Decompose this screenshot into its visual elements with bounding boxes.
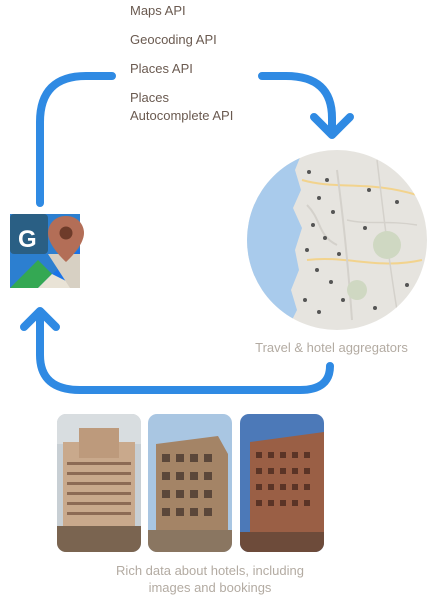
hotels-caption: Rich data about hotels, including images… <box>60 562 360 596</box>
arrowhead-up <box>20 307 60 331</box>
arrow-to-aggregators <box>36 72 116 207</box>
hotel-image-2 <box>148 414 232 552</box>
api-places: Places API <box>130 61 193 76</box>
arrow-to-aggregators-right <box>258 72 336 136</box>
hotel-image-1 <box>57 414 141 552</box>
google-g-letter: G <box>18 226 37 253</box>
aggregators-caption: Travel & hotel aggregators <box>255 340 408 355</box>
google-maps-icon: G <box>8 208 86 292</box>
hotels-caption-text: Rich data about hotels, including images… <box>116 563 304 595</box>
hotel-image-3 <box>240 414 324 552</box>
api-geocoding: Geocoding API <box>130 32 217 47</box>
arrow-to-logo <box>36 311 334 394</box>
api-autocomplete: Places Autocomplete API <box>130 90 234 123</box>
arrowhead-down <box>310 113 354 139</box>
api-list: Maps API Geocoding API Places API Places… <box>130 2 330 136</box>
city-map-image <box>247 150 427 330</box>
api-maps: Maps API <box>130 3 186 18</box>
